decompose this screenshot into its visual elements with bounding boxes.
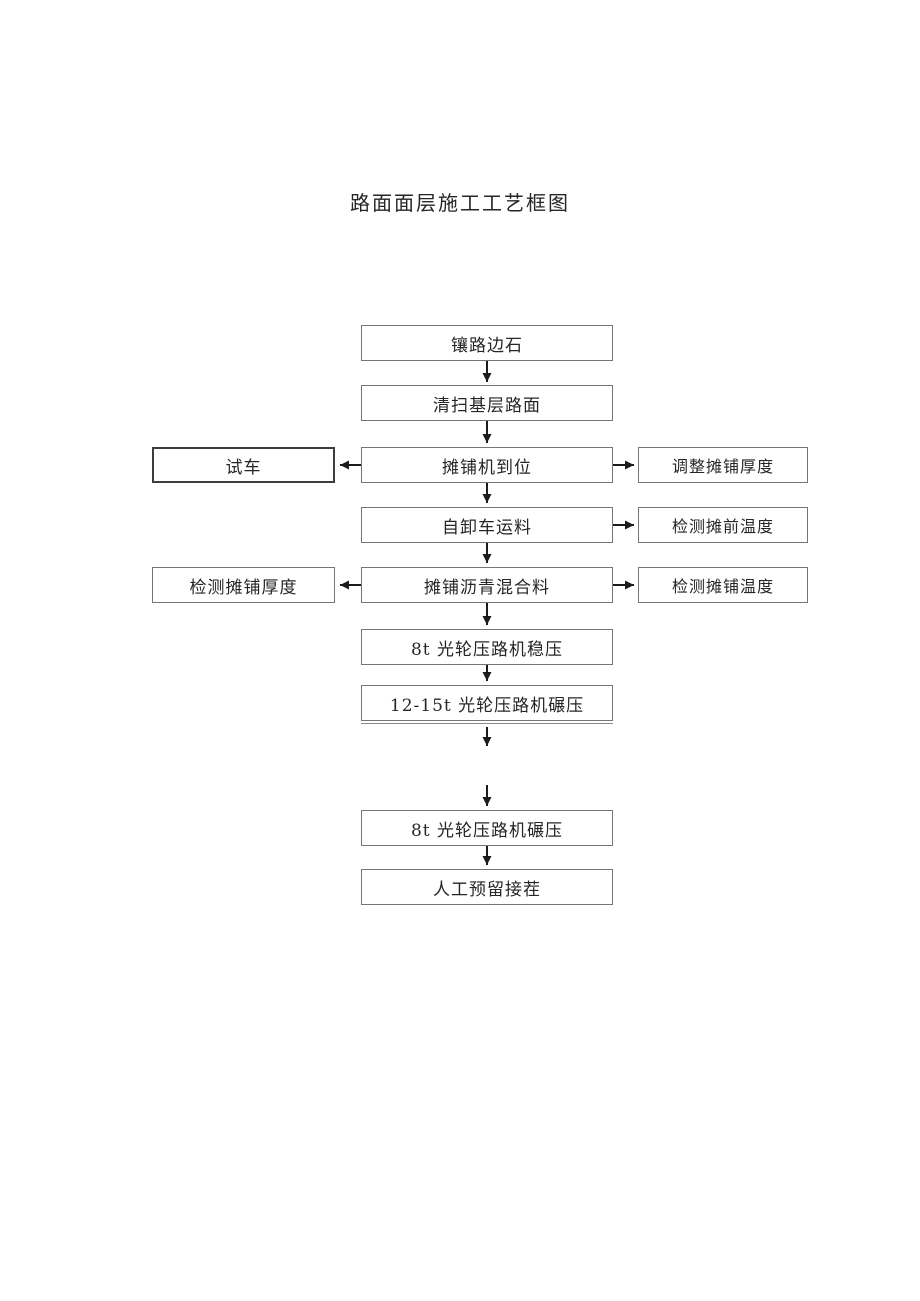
step-check-paving-temp: 检测摊铺温度 <box>638 567 808 603</box>
step-pave-asphalt-mix: 摊铺沥青混合料 <box>361 567 613 603</box>
step-stabilize-8t: 8t 光轮压路机稳压 <box>361 629 613 665</box>
step-install-curb: 镶路边石 <box>361 325 613 361</box>
step-check-pre-paving-temp: 检测摊前温度 <box>638 507 808 543</box>
step-adjust-paving-thickness: 调整摊铺厚度 <box>638 447 808 483</box>
step-roll-8t: 8t 光轮压路机碾压 <box>361 810 613 846</box>
box-shadow-line <box>361 723 613 724</box>
step-test-run: 试车 <box>152 447 335 483</box>
step-dump-truck-haul: 自卸车运料 <box>361 507 613 543</box>
step-clean-base: 清扫基层路面 <box>361 385 613 421</box>
step-roll-12-15t: 12-15t 光轮压路机碾压 <box>361 685 613 721</box>
step-check-paving-thickness: 检测摊铺厚度 <box>152 567 335 603</box>
step-paver-in-place: 摊铺机到位 <box>361 447 613 483</box>
step-manual-joint: 人工预留接茬 <box>361 869 613 905</box>
page-title: 路面面层施工工艺框图 <box>350 191 570 215</box>
